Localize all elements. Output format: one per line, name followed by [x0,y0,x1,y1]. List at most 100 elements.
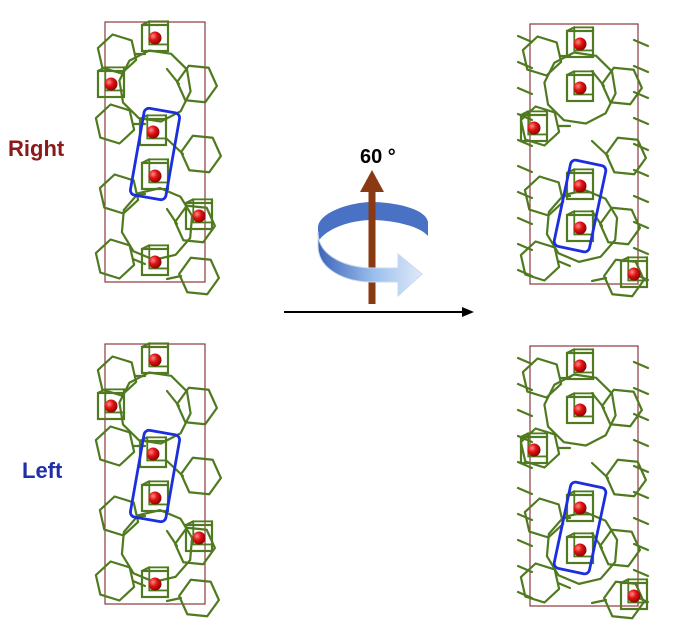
atom-sphere [573,81,587,95]
framework-bond [516,268,534,278]
framework-bond [619,256,630,263]
rotation-symbol [317,170,428,304]
cage-back [573,26,594,52]
framework-ring [96,355,138,397]
cage-back [104,66,125,92]
framework-bond [96,388,107,395]
framework-bond [632,38,650,48]
atom-sphere [573,501,587,515]
framework-bond [632,142,650,152]
framework-bond [632,438,650,448]
framework-bond [516,564,534,574]
framework-bond [565,210,576,217]
atom-sphere [573,221,587,235]
framework-bond [556,581,572,590]
framework-bond [590,276,608,283]
framework-ring [598,206,642,246]
framework-ring [94,560,136,602]
framework-ring [521,357,563,399]
framework-bond [516,486,534,496]
framework-ring [118,371,192,445]
framework-bond [140,20,151,27]
bottom-left-structure [94,342,223,618]
cage-back [148,158,169,184]
cage-back [148,244,169,270]
framework-bond [632,168,650,178]
framework-bond [516,190,534,200]
framework-bond [140,480,151,487]
framework-bond [590,461,610,480]
framework-bond [632,360,650,370]
top-right-structure [516,23,650,298]
framework-ring [604,136,648,176]
cage-back [627,256,648,282]
framework-bond [165,207,179,226]
framework-bond [632,64,650,74]
framework-ring [545,511,619,585]
atom-sphere [573,543,587,557]
framework-bond [632,490,650,500]
cage-back [146,114,167,140]
top-left-structure [94,20,223,296]
cage-back [527,432,548,458]
framework-bond [632,464,650,474]
framework-bond [516,512,534,522]
cage-back [573,168,594,194]
framework-ring [175,386,219,426]
highlighted-cage [129,106,181,202]
framework-ring [543,51,617,125]
framework-bond [184,520,195,527]
atom-sphere [104,77,118,91]
framework-ring [604,458,648,498]
framework-bond [516,538,534,548]
framework-bond [632,246,650,256]
atom-sphere [527,443,541,457]
framework-bond [632,542,650,552]
atom-sphere [527,121,541,135]
framework-bond [516,164,534,174]
rotation-axis-head [360,170,384,192]
atom-sphere [148,491,162,505]
framework-bond [165,274,183,281]
framework-bond [632,412,650,422]
framework-ring [179,134,223,174]
cage-back [573,490,594,516]
framework-bond [516,382,534,392]
framework-bond [165,389,181,408]
framework-ring [521,35,563,77]
framework-ring [600,66,644,106]
cage-back [192,198,213,224]
framework-ring [523,175,565,217]
framework-ring [543,373,617,447]
rotation-angle-label: 60 ° [360,146,396,168]
cage-back [146,436,167,462]
framework-ring [523,497,565,539]
framework-bond [519,110,530,117]
framework-ring [598,528,642,568]
cage-back [573,210,594,236]
atom-sphere [192,531,206,545]
cage-back [104,388,125,414]
cage-back [573,392,594,418]
rotation-band-front [317,231,423,298]
unit-cell [529,345,639,607]
framework-bond [632,516,650,526]
atom-sphere [573,403,587,417]
highlighted-cage [552,480,608,576]
framework-bond [565,392,576,399]
left-handed-label: Left [22,458,63,483]
cage-back [527,110,548,136]
framework-bond [632,194,650,204]
framework-bond [165,529,179,548]
framework-ring [177,578,221,618]
framework-bond [140,566,151,573]
framework-ring [94,103,136,145]
atom-sphere [573,37,587,51]
framework-bond [184,198,195,205]
atom-sphere [148,169,162,183]
cage-back [192,520,213,546]
framework-bond [516,590,534,600]
atom-sphere [627,267,641,281]
atom-sphere [148,577,162,591]
